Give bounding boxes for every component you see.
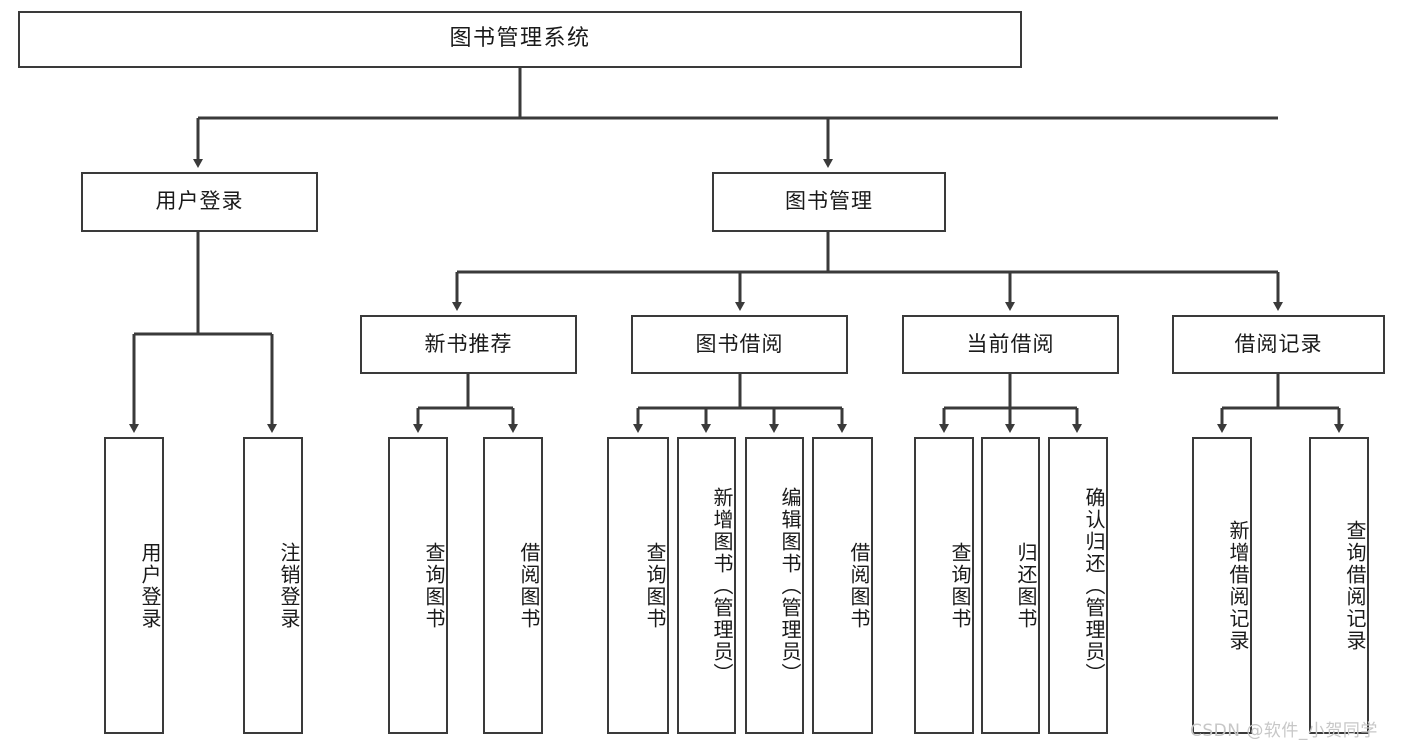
leaf-query-book-borrow[interactable]: 查询图书 [607,437,669,734]
node-book-borrow[interactable]: 图书借阅 [631,315,848,374]
csdn-watermark: CSDN @软件_小贺同学 [1190,721,1378,741]
leaf-query-book-recommend[interactable]: 查询图书 [388,437,448,734]
node-borrow-record[interactable]: 借阅记录 [1172,315,1385,374]
leaf-add-book-admin[interactable]: 新增图书（管理员） [677,437,736,734]
leaf-user-login[interactable]: 用户登录 [104,437,164,734]
leaf-edit-book-admin[interactable]: 编辑图书（管理员） [745,437,804,734]
leaf-borrow-book-recommend[interactable]: 借阅图书 [483,437,543,734]
node-book-management[interactable]: 图书管理 [712,172,946,232]
node-new-book-recommend[interactable]: 新书推荐 [360,315,577,374]
leaf-borrow-book[interactable]: 借阅图书 [812,437,873,734]
node-user-login[interactable]: 用户登录 [81,172,318,232]
leaf-query-borrow-record[interactable]: 查询借阅记录 [1309,437,1369,734]
leaf-return-book[interactable]: 归还图书 [981,437,1040,734]
leaf-confirm-return-admin[interactable]: 确认归还（管理员） [1048,437,1108,734]
node-current-borrow[interactable]: 当前借阅 [902,315,1119,374]
node-root-system[interactable]: 图书管理系统 [18,11,1022,68]
leaf-logout[interactable]: 注销登录 [243,437,303,734]
leaf-add-borrow-record[interactable]: 新增借阅记录 [1192,437,1252,734]
leaf-query-book-current[interactable]: 查询图书 [914,437,974,734]
